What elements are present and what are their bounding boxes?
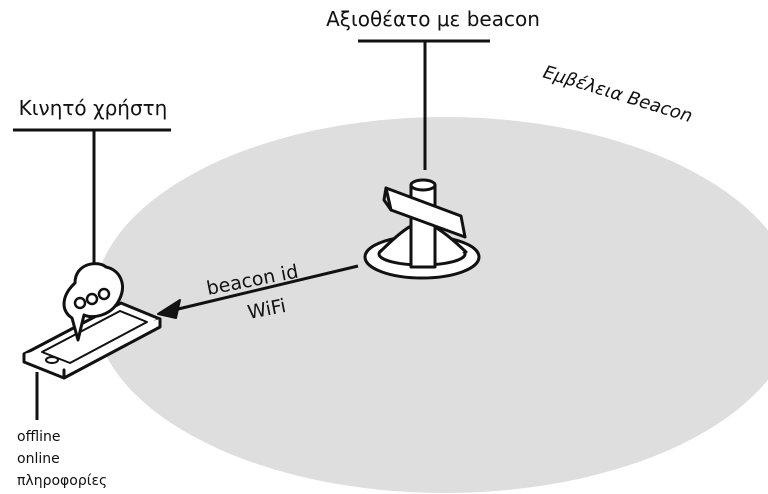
beacon-range-area	[93, 117, 768, 493]
chat-bubble-icon	[62, 262, 124, 342]
info-label-offline: offline	[17, 429, 60, 445]
phone-icon	[22, 301, 162, 380]
signal-arrow	[157, 264, 359, 319]
landmark-label: Αξιοθέατο με beacon	[326, 7, 540, 31]
arrow-icon	[157, 299, 181, 319]
info-label-information: πληροφορίες	[17, 473, 107, 489]
info-label-online: online	[17, 451, 60, 467]
range-label: Εμβέλεια Beacon	[541, 62, 695, 127]
beacon-signpost-icon	[363, 178, 481, 280]
user-phone-label: Κινητό χρήστη	[19, 96, 168, 120]
